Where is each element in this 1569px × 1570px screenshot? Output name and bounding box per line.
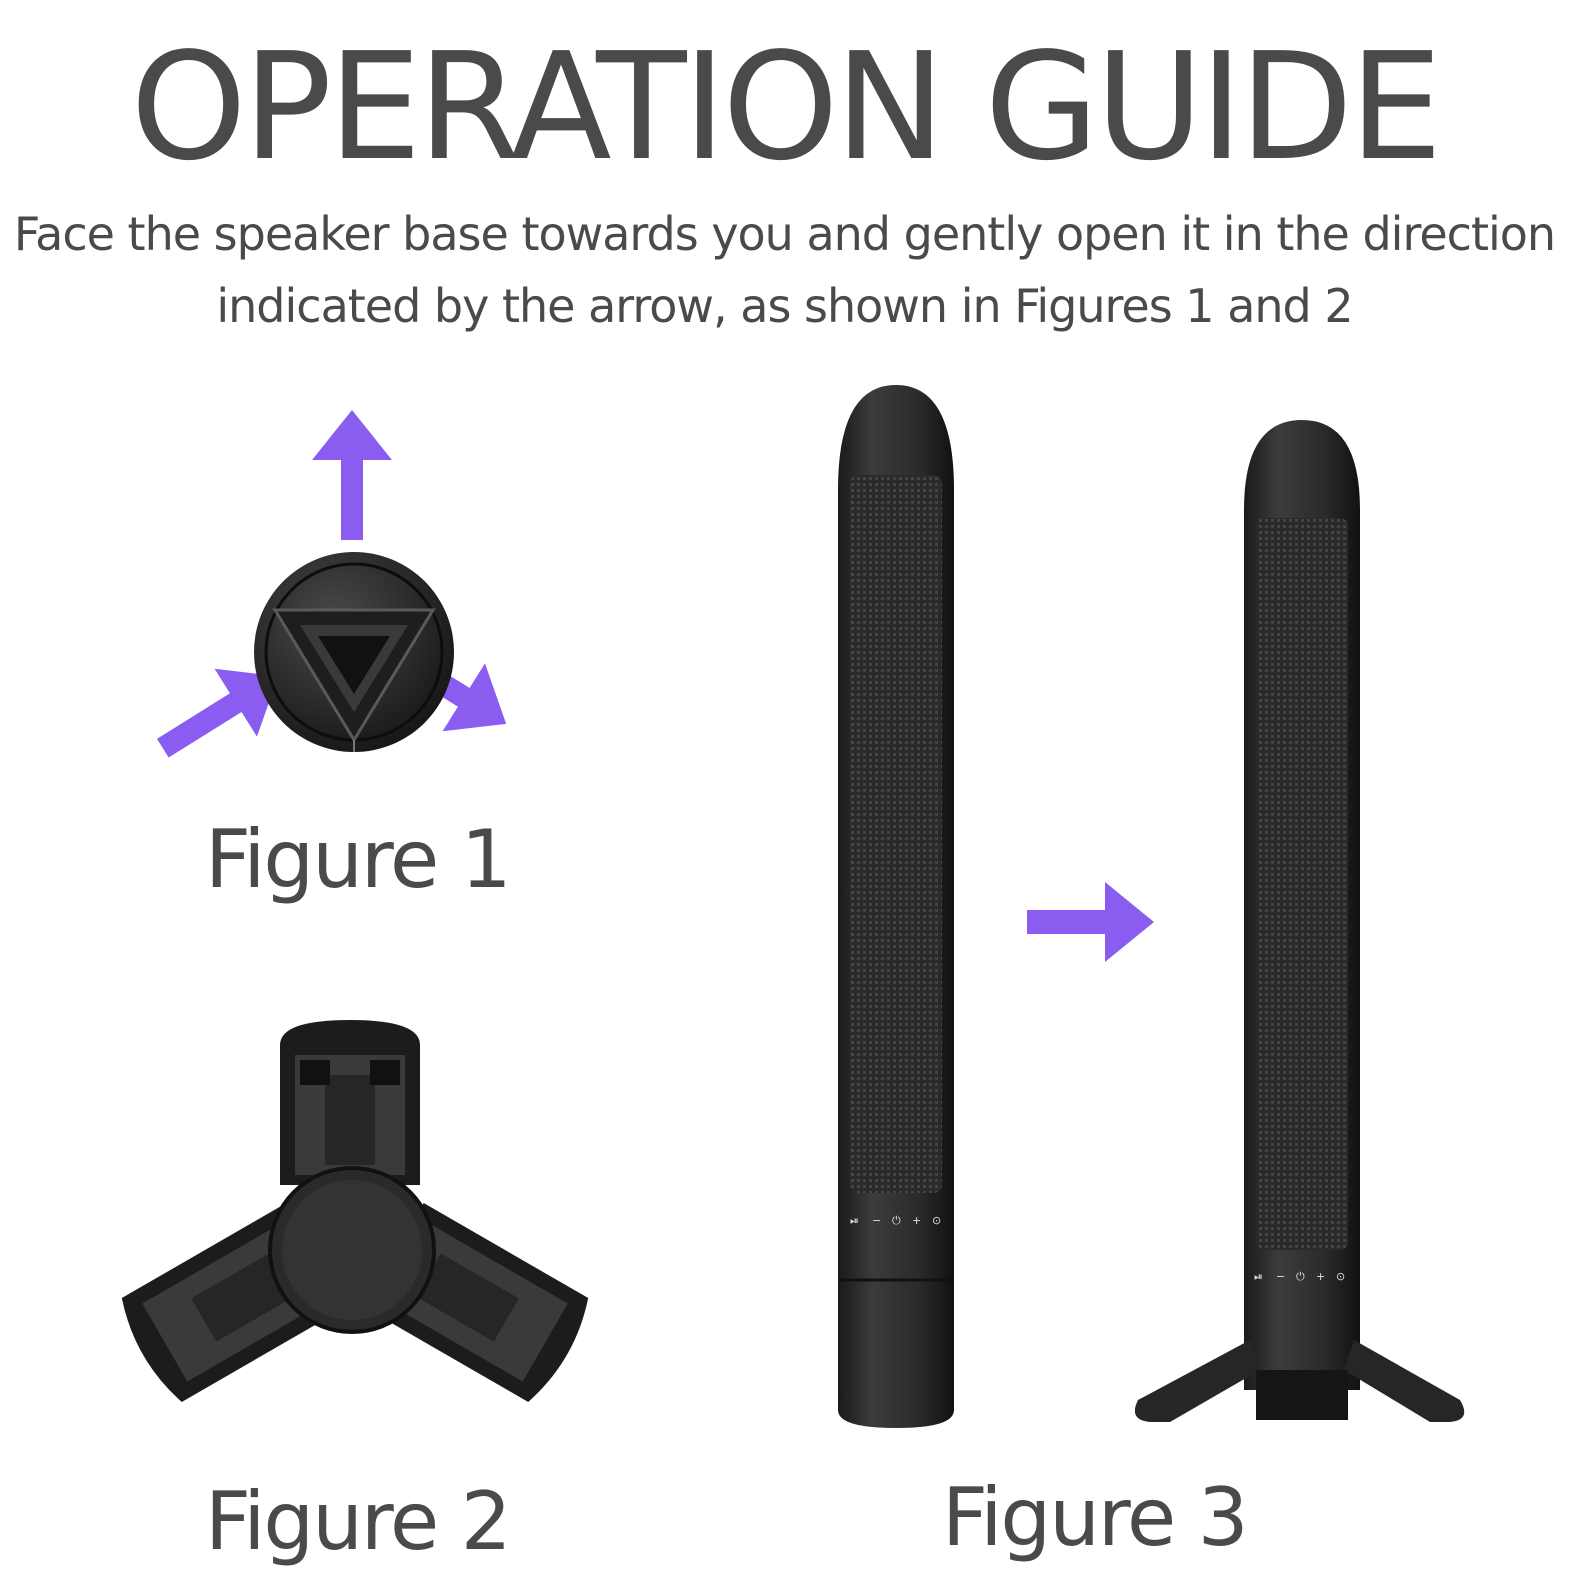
figure-3-illustration: ⏯ − ⏻ + ⊙ ⏯ − ⏻ + ⊙ xyxy=(838,385,1465,1428)
play-pause-icon: ⏯ xyxy=(850,1214,859,1227)
arrow-up-icon xyxy=(312,410,392,540)
mode-icon: ⊙ xyxy=(1336,1270,1345,1283)
figure-1-label: Figure 1 xyxy=(205,813,512,906)
play-pause-icon: ⏯ xyxy=(1254,1270,1263,1283)
speaker-base-top-view xyxy=(254,552,454,752)
opened-base-legs xyxy=(121,1020,589,1402)
volume-up-icon: + xyxy=(1316,1270,1325,1283)
power-icon: ⏻ xyxy=(1296,1270,1305,1283)
instruction-line-2: indicated by the arrow, as shown in Figu… xyxy=(216,279,1353,333)
volume-down-icon: − xyxy=(872,1214,881,1227)
figure-1-illustration xyxy=(156,410,507,758)
volume-down-icon: − xyxy=(1276,1270,1285,1283)
figure-2-illustration xyxy=(121,1020,589,1402)
page-title: OPERATION GUIDE xyxy=(130,21,1442,193)
control-panel-left: ⏯ − ⏻ + ⊙ xyxy=(850,1214,941,1227)
power-icon: ⏻ xyxy=(892,1214,901,1227)
mode-icon: ⊙ xyxy=(932,1214,941,1227)
speaker-closed: ⏯ − ⏻ + ⊙ xyxy=(838,385,954,1428)
figure-2-label: Figure 2 xyxy=(205,1475,512,1568)
figure-3-label: Figure 3 xyxy=(942,1471,1249,1564)
speaker-open: ⏯ − ⏻ + ⊙ xyxy=(1134,420,1465,1422)
volume-up-icon: + xyxy=(912,1214,921,1227)
arrow-right-icon xyxy=(1027,882,1154,962)
instruction-line-1: Face the speaker base towards you and ge… xyxy=(13,207,1556,261)
control-panel-right: ⏯ − ⏻ + ⊙ xyxy=(1254,1270,1345,1283)
